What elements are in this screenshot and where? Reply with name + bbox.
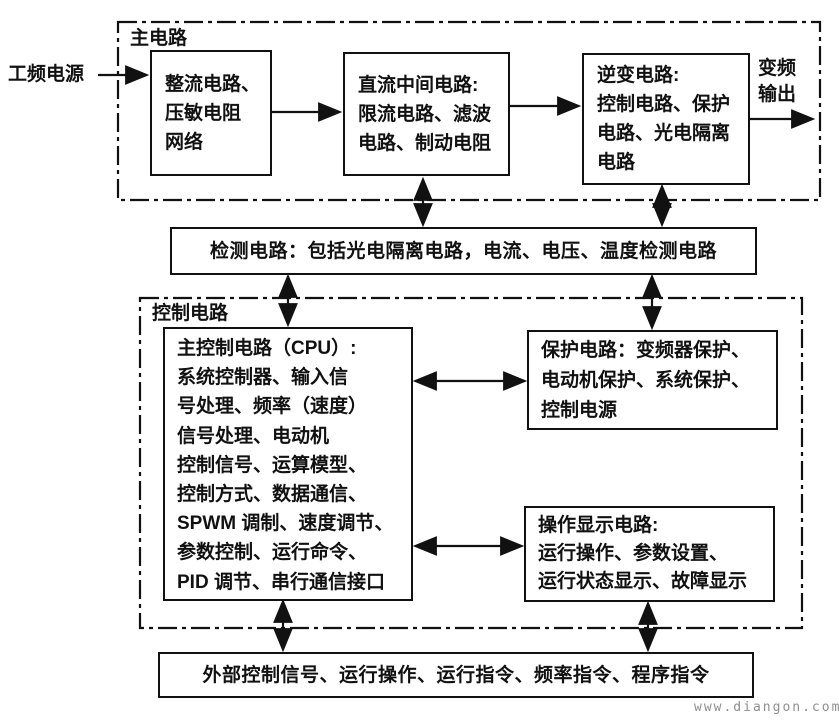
external-signals-bar: 外部控制信号、运行操作、运行指令、频率指令、程序指令 <box>158 652 754 698</box>
control-circuit-boundary <box>138 296 804 630</box>
detection-circuit-bar: 检测电路：包括光电隔离电路，电流、电压、温度检测电路 <box>170 227 757 275</box>
main-control-cpu-box: 主控制电路（CPU）: 系统控制器、输入信 号处理、频率（速度） 信号处理、电动… <box>163 327 413 601</box>
rectifier-box: 整流电路、 压敏电阻 网络 <box>150 50 272 176</box>
protection-circuit-box: 保护电路：变频器保护、 电动机保护、系统保护、 控制电源 <box>527 330 778 430</box>
frequency-output-label: 变频 输出 <box>758 58 797 105</box>
operation-display-box: 操作显示电路: 运行操作、参数设置、 运行状态显示、故障显示 <box>524 506 775 602</box>
dc-link-box: 直流中间电路: 限流电路、滤波 电路、制动电阻 <box>343 52 510 176</box>
main-circuit-boundary <box>116 20 822 202</box>
control-circuit-label: 控制电路 <box>152 303 229 324</box>
inverter-box: 逆变电路: 控制电路、保护 电路、光电隔离 电路 <box>582 53 750 185</box>
power-input-label: 工频电源 <box>8 64 85 85</box>
main-circuit-label: 主电路 <box>130 28 188 49</box>
watermark-text: www.diangon.com <box>694 700 839 715</box>
